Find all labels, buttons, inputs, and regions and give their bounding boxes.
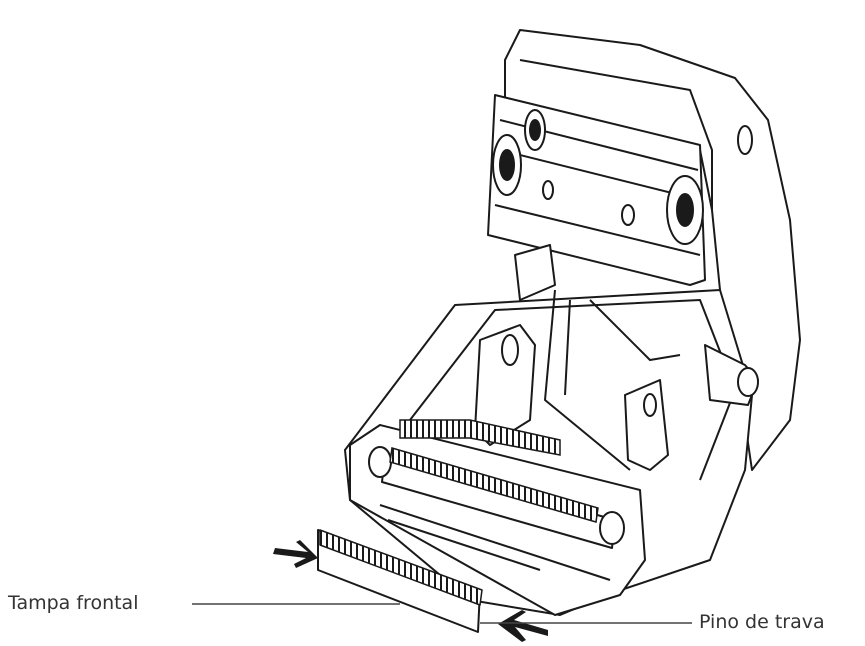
arrow-right-icon xyxy=(273,540,318,568)
media-compartment xyxy=(409,299,736,481)
printer-body xyxy=(344,29,801,616)
lid-screw-hole xyxy=(737,125,753,155)
label-front-cover: Tampa frontal xyxy=(8,592,139,614)
arrow-left-icon xyxy=(498,610,548,642)
front-cover-piece xyxy=(317,529,483,633)
label-lock-pin: Pino de trava xyxy=(699,611,825,633)
media-holder-right xyxy=(624,379,669,471)
left-hinge xyxy=(514,244,556,301)
tear-bar-teeth xyxy=(389,447,599,523)
lid-inner-frame xyxy=(519,59,713,210)
